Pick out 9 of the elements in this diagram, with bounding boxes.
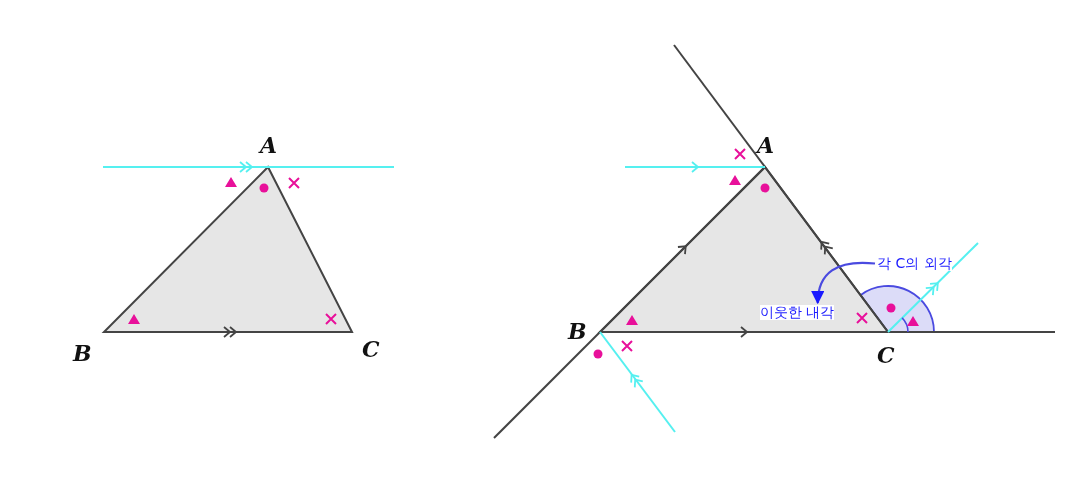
vertex-label: C <box>877 344 895 366</box>
vertex-label: A <box>757 134 775 156</box>
angle-label: 각 C의 외각 <box>877 256 952 272</box>
vertex-label: A <box>260 134 278 156</box>
vertex-label: B <box>568 320 587 342</box>
vertex-label: B <box>73 342 92 364</box>
angle-label: 이웃한 내각 <box>760 305 835 321</box>
vertex-label: C <box>362 338 380 360</box>
arrow <box>811 261 876 305</box>
